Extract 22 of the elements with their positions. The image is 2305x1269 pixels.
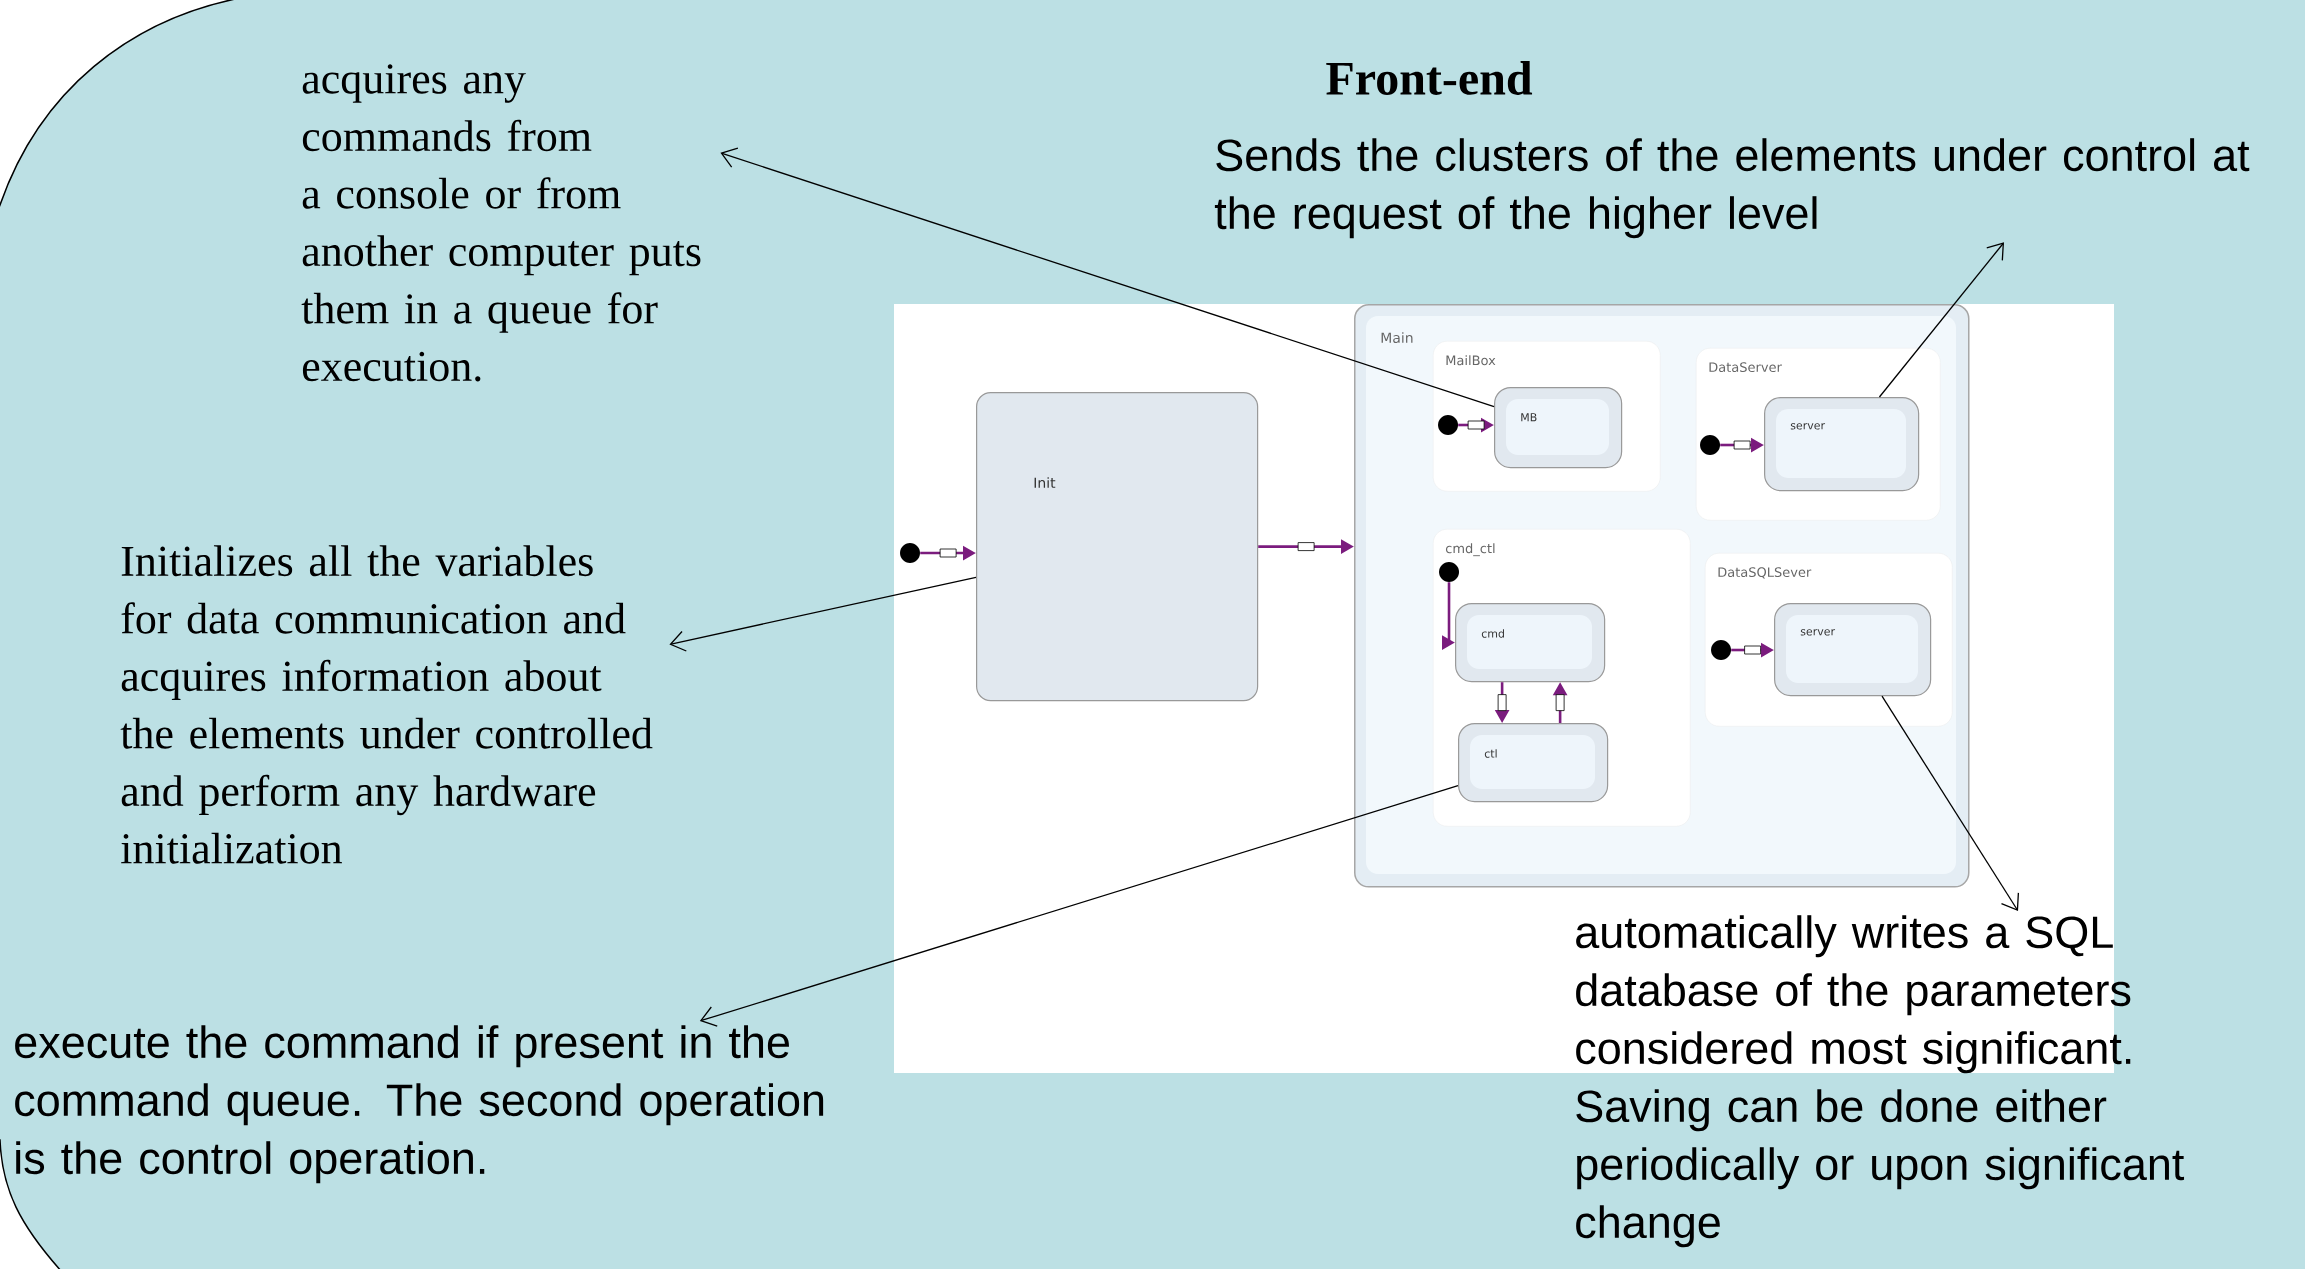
state-box: cmd: [1455, 603, 1606, 683]
state-box: ctl: [1458, 723, 1609, 803]
state-box: server: [1764, 397, 1920, 492]
leader-line: [1881, 695, 2020, 911]
leader-line: [1878, 242, 2005, 398]
annotation-text: automatically writes a SQL database of the parameters considered most significant. Saving can be done either periodically or upon significant change: [1576, 915, 2185, 1248]
initial-state-dot: [1439, 562, 1459, 582]
annotation-text: acquires any commands from a console or from another computer puts them in a queue for execution.: [301, 64, 701, 382]
initial-state-dot: [1700, 435, 1720, 455]
annotation-text: Initializes all the variables for data communication and acquires information about the elements under controlled and perform any hardware initialization: [120, 545, 653, 864]
annotation-text: execute the command if present in the command queue. The second operation is the control operation.: [15, 1025, 824, 1184]
heading: Front-end: [1326, 61, 1533, 95]
initial-state-dot: [1438, 415, 1458, 435]
annotation-text: Sends the clusters of the elements under control at the request of the higher level: [1214, 138, 2250, 239]
leader-line: [669, 576, 977, 652]
initial-state-dot: [1711, 640, 1731, 660]
state-box: MB: [1494, 387, 1623, 469]
state-box: Init: [976, 392, 1259, 702]
leader-line: [699, 785, 1459, 1027]
state-box: server: [1774, 603, 1932, 697]
leader-line: [720, 147, 1495, 408]
initial-state-dot: [900, 543, 920, 563]
